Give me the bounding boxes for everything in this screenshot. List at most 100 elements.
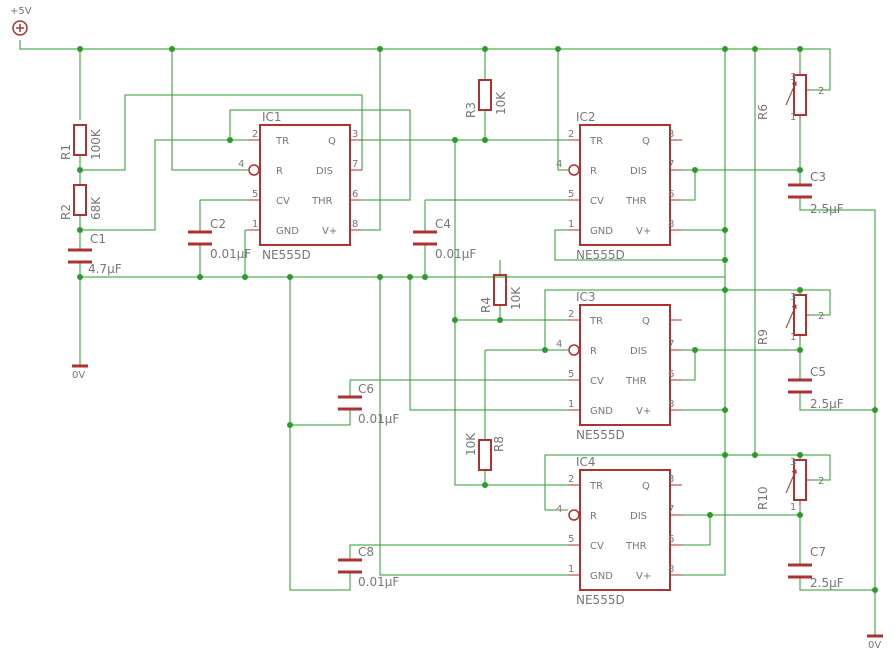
resistor-r2: R2 68K xyxy=(59,184,103,220)
svg-text:6: 6 xyxy=(668,369,674,380)
resistor-r3: R3 10K xyxy=(464,79,508,118)
gnd-label-right: 0V xyxy=(868,640,881,651)
svg-text:GND: GND xyxy=(590,226,613,237)
svg-text:DIS: DIS xyxy=(630,166,647,177)
capacitor-c6: C6 0.01µF xyxy=(338,382,399,426)
svg-text:C8: C8 xyxy=(358,545,374,559)
svg-text:C5: C5 xyxy=(810,365,826,379)
svg-text:2: 2 xyxy=(568,309,574,320)
svg-text:R1: R1 xyxy=(59,144,73,160)
wires xyxy=(19,40,876,635)
svg-text:R2: R2 xyxy=(59,204,73,220)
ic4-type: NE555D xyxy=(576,593,625,607)
capacitor-c2: C2 0.01µF xyxy=(188,217,251,261)
potentiometer-r9: 3 1 2 R9 xyxy=(756,292,824,345)
svg-text:R10: R10 xyxy=(756,486,770,510)
svg-text:3: 3 xyxy=(668,474,674,485)
svg-text:3: 3 xyxy=(790,292,796,303)
svg-text:3: 3 xyxy=(790,72,796,83)
svg-text:R6: R6 xyxy=(756,104,770,120)
ground-symbol-right: 0V xyxy=(867,634,883,651)
reset-bubble-icon xyxy=(568,344,580,356)
svg-text:2: 2 xyxy=(252,129,258,140)
ic3-type: NE555D xyxy=(576,428,625,442)
svg-text:2: 2 xyxy=(818,86,824,97)
svg-text:2.5µF: 2.5µF xyxy=(810,397,844,411)
reset-bubble-icon xyxy=(248,164,260,176)
svg-text:CV: CV xyxy=(276,196,290,207)
svg-text:GND: GND xyxy=(590,406,613,417)
svg-text:8: 8 xyxy=(668,564,674,575)
svg-text:3: 3 xyxy=(668,129,674,140)
resistor-r8: 10K R8 xyxy=(464,432,506,471)
svg-text:V+: V+ xyxy=(636,406,651,417)
svg-text:7: 7 xyxy=(668,159,674,170)
svg-text:2.5µF: 2.5µF xyxy=(810,576,844,590)
ic2-type: NE555D xyxy=(576,248,625,262)
ic1-type: NE555D xyxy=(262,248,311,262)
svg-text:1: 1 xyxy=(568,219,574,230)
svg-text:TR: TR xyxy=(589,481,603,492)
svg-text:7: 7 xyxy=(668,504,674,515)
svg-text:V+: V+ xyxy=(636,571,651,582)
capacitor-c5: C5 2.5µF xyxy=(788,365,844,411)
ic2: TR R CV GND Q DIS THR V+ 2 4 5 1 3 7 6 8… xyxy=(556,110,682,262)
svg-text:TR: TR xyxy=(589,316,603,327)
svg-text:3: 3 xyxy=(352,129,358,140)
svg-text:DIS: DIS xyxy=(630,511,647,522)
svg-text:2: 2 xyxy=(568,474,574,485)
svg-text:R: R xyxy=(590,166,597,177)
svg-text:0.01µF: 0.01µF xyxy=(210,247,251,261)
svg-text:1: 1 xyxy=(252,219,258,230)
svg-text:R: R xyxy=(590,346,597,357)
svg-text:10K: 10K xyxy=(509,286,523,310)
svg-text:C1: C1 xyxy=(90,232,106,246)
svg-text:6: 6 xyxy=(668,534,674,545)
svg-text:Q: Q xyxy=(642,481,650,492)
svg-text:DIS: DIS xyxy=(316,166,333,177)
svg-text:100K: 100K xyxy=(89,128,103,160)
svg-text:C4: C4 xyxy=(435,217,451,231)
svg-text:C2: C2 xyxy=(210,217,226,231)
ic3: TR R CV GND Q DIS THR V+ 2 4 5 1 7 6 8 I… xyxy=(556,290,682,442)
svg-text:Q: Q xyxy=(642,316,650,327)
svg-text:2: 2 xyxy=(818,476,824,487)
svg-text:C3: C3 xyxy=(810,170,826,184)
svg-text:1: 1 xyxy=(568,399,574,410)
svg-text:1: 1 xyxy=(790,502,796,513)
svg-text:10K: 10K xyxy=(464,432,478,456)
svg-text:8: 8 xyxy=(668,219,674,230)
svg-text:1: 1 xyxy=(790,332,796,343)
svg-text:Q: Q xyxy=(328,136,336,147)
ic2-name: IC2 xyxy=(576,110,596,124)
capacitor-c7: C7 2.5µF xyxy=(788,545,844,590)
resistor-r1: R1 100K xyxy=(59,124,103,160)
ic4-name: IC4 xyxy=(576,455,596,469)
svg-text:2: 2 xyxy=(818,311,824,322)
svg-text:4: 4 xyxy=(556,339,562,350)
ic4: TR R CV GND Q DIS THR V+ 2 4 5 1 3 7 6 8… xyxy=(556,455,682,607)
ic1-name: IC1 xyxy=(262,110,282,124)
capacitor-c8: C8 0.01µF xyxy=(338,545,399,589)
vcc-symbol: +5V xyxy=(10,6,32,36)
svg-text:10K: 10K xyxy=(494,91,508,115)
svg-text:7: 7 xyxy=(352,159,358,170)
gnd-label-left: 0V xyxy=(72,370,85,381)
svg-text:5: 5 xyxy=(568,189,574,200)
svg-text:R8: R8 xyxy=(492,436,506,452)
svg-text:GND: GND xyxy=(590,571,613,582)
svg-text:THR: THR xyxy=(625,196,647,207)
svg-text:THR: THR xyxy=(625,376,647,387)
svg-text:2.5µF: 2.5µF xyxy=(810,202,844,216)
svg-text:0.01µF: 0.01µF xyxy=(435,247,476,261)
reset-bubble-icon xyxy=(568,164,580,176)
svg-text:5: 5 xyxy=(568,369,574,380)
svg-text:5: 5 xyxy=(252,189,258,200)
svg-text:R4: R4 xyxy=(479,297,493,313)
svg-text:R3: R3 xyxy=(464,102,478,118)
svg-text:4.7µF: 4.7µF xyxy=(88,262,122,276)
capacitor-c3: C3 2.5µF xyxy=(788,170,844,216)
resistor-r4: R4 10K xyxy=(479,274,523,313)
svg-text:4: 4 xyxy=(556,159,562,170)
